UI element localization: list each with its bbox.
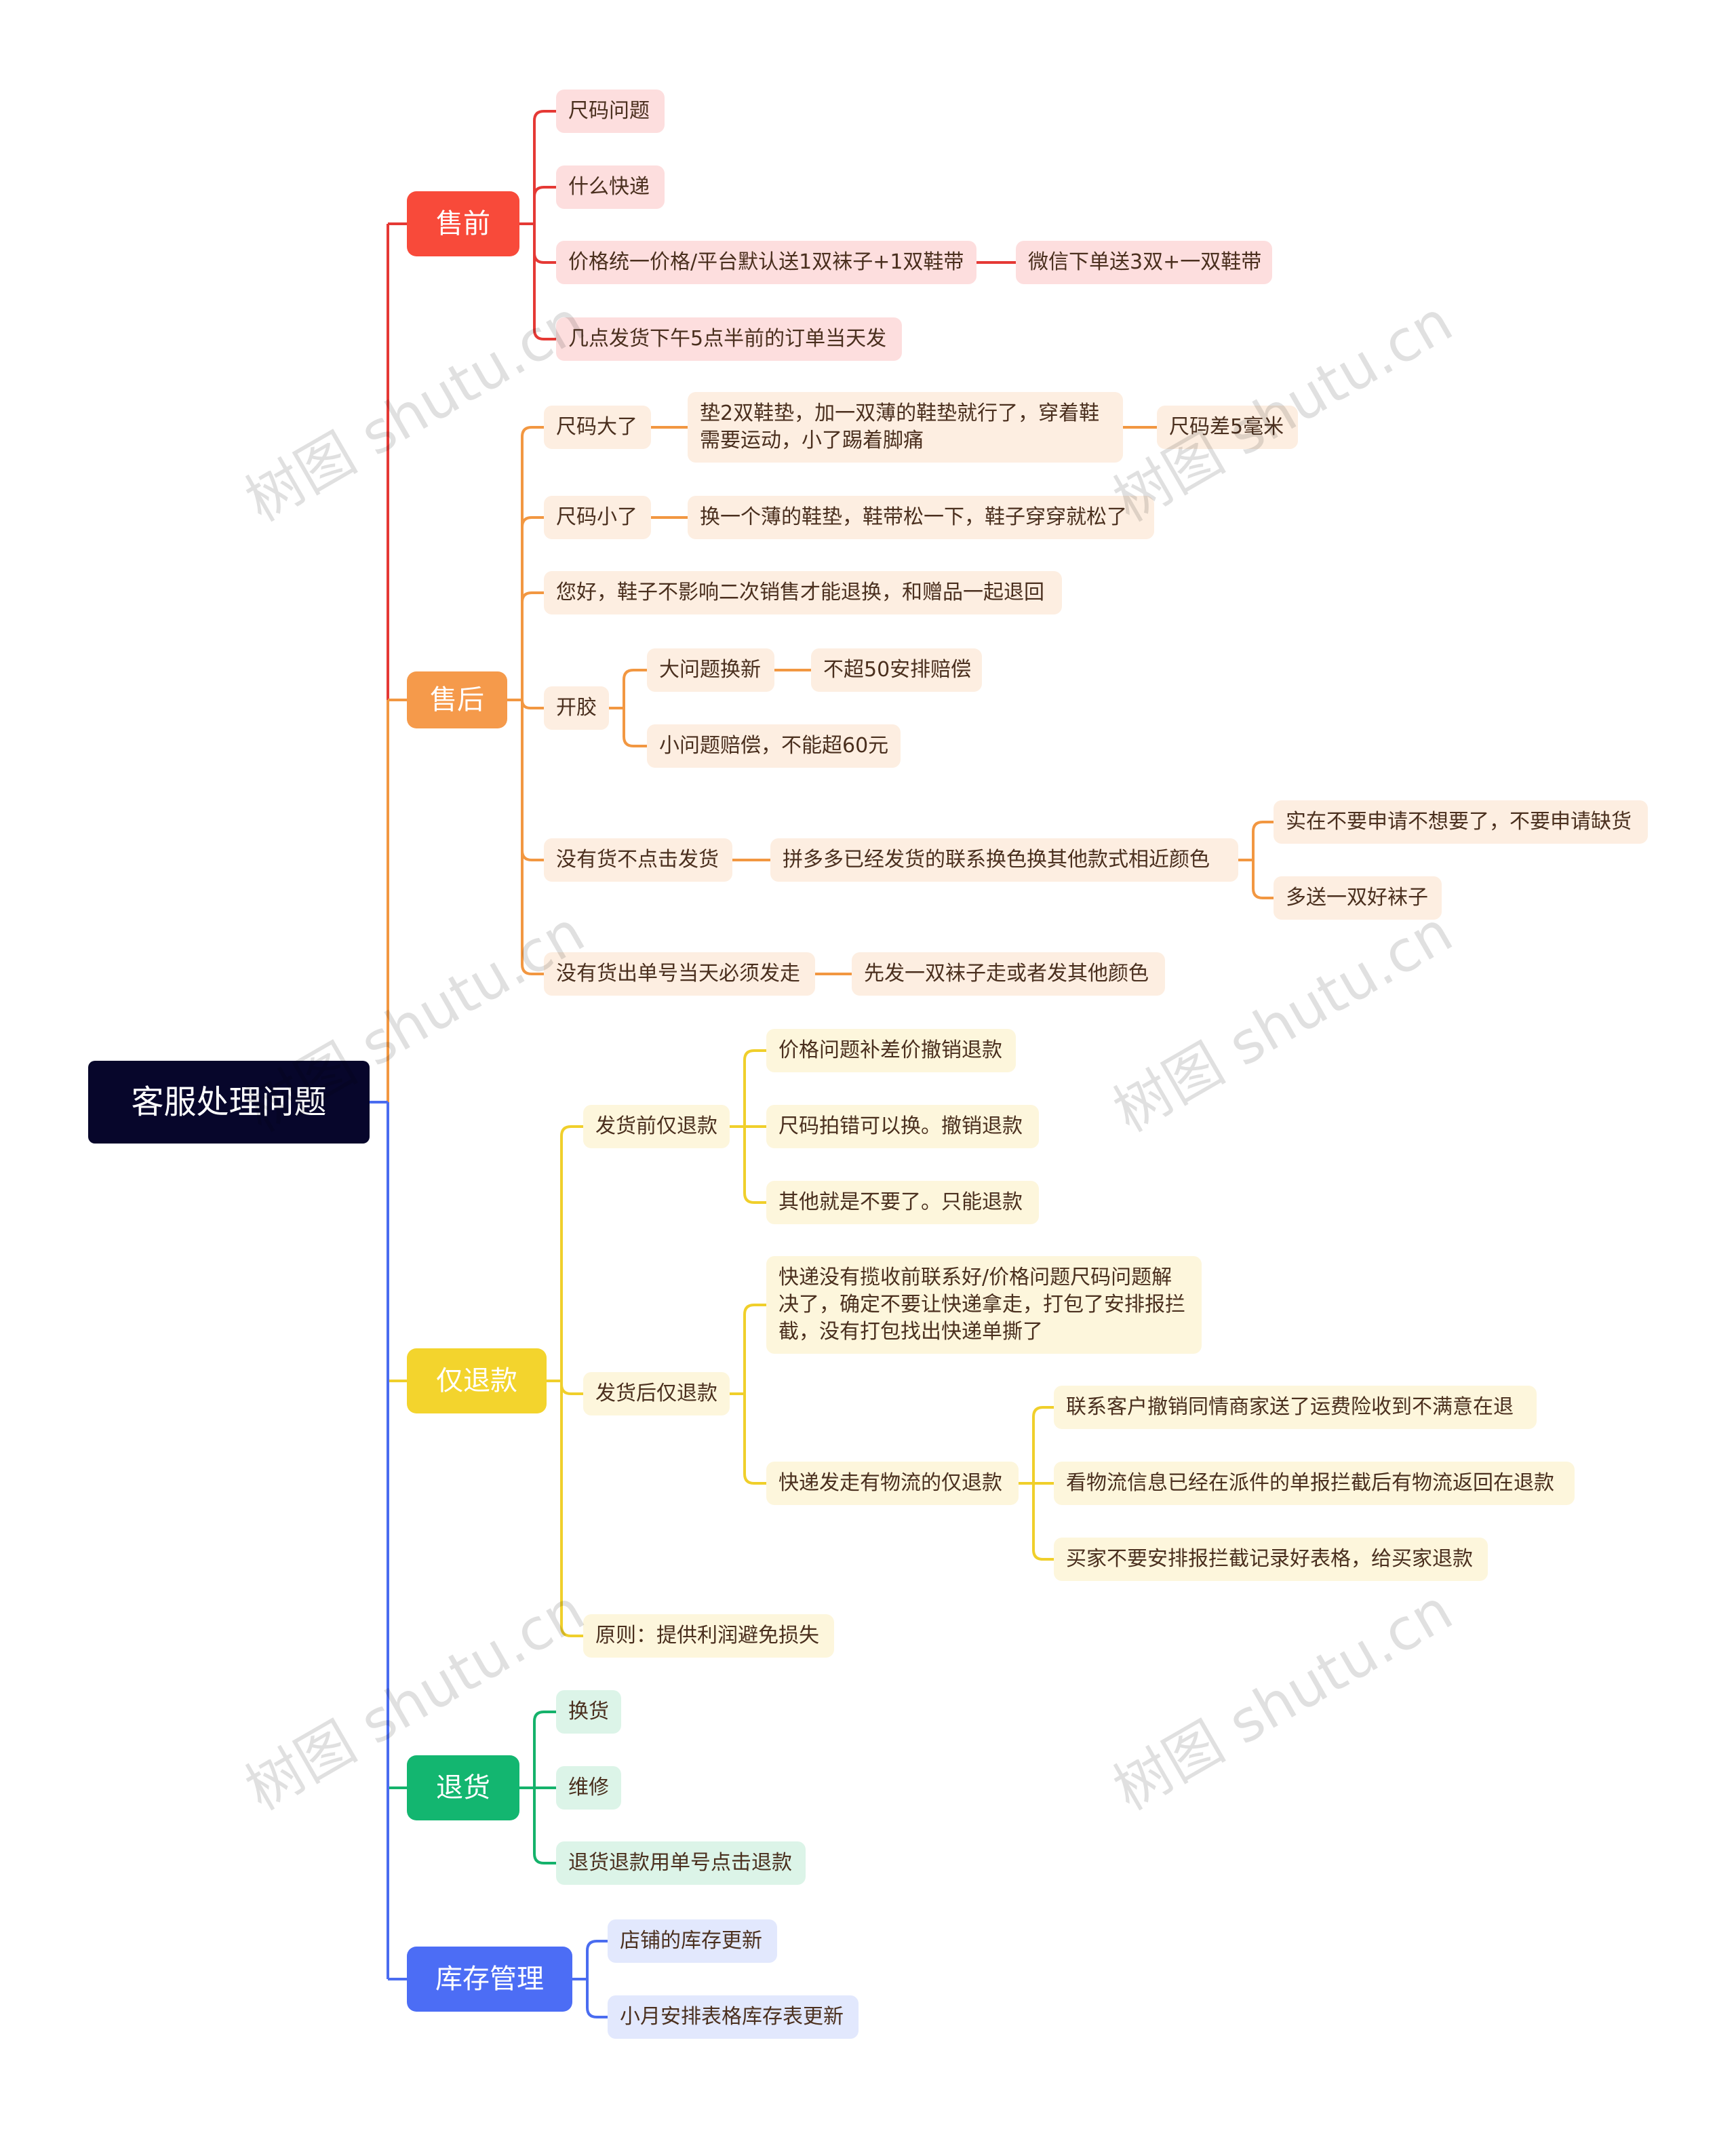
connector-line [507, 699, 544, 975]
connector-line [730, 1304, 766, 1395]
sub-node[interactable]: 快递发走有物流的仅退款 [766, 1462, 1019, 1505]
connector-line [730, 1125, 766, 1204]
child-node[interactable]: 尺码问题 [556, 90, 665, 133]
sub-node[interactable]: 垫2双鞋垫，加一双薄的鞋垫就行了，穿着鞋需要运动，小了踢着脚痛 [688, 392, 1123, 463]
child-node[interactable]: 开胶 [544, 686, 609, 730]
child-node[interactable]: 价格统一价格/平台默认送1双袜子+1双鞋带 [556, 241, 976, 284]
branch-refund-only[interactable]: 仅退款 [407, 1348, 547, 1413]
connector-line [519, 1786, 556, 1864]
branch-presale[interactable]: 售前 [407, 191, 519, 256]
child-node[interactable]: 退货退款用单号点击退款 [556, 1841, 806, 1885]
sub-node[interactable]: 微信下单送3双+一双鞋带 [1016, 241, 1272, 284]
sub-node[interactable]: 尺码差5毫米 [1157, 406, 1298, 449]
connector-line [519, 1711, 556, 1789]
connector-line [572, 1940, 608, 1980]
branch-return[interactable]: 退货 [407, 1755, 519, 1820]
sub-node[interactable]: 尺码拍错可以换。撤销退款 [766, 1105, 1039, 1148]
sub-node[interactable]: 联系客户撤销同情商家送了运费险收到不满意在退 [1054, 1386, 1537, 1429]
connector-line [507, 591, 544, 701]
child-node[interactable]: 发货后仅退款 [583, 1372, 730, 1415]
child-node[interactable]: 没有货不点击发货 [544, 838, 732, 882]
sub-node[interactable]: 不超50安排赔偿 [811, 648, 982, 692]
sub-node[interactable]: 实在不要申请不想要了，不要申请缺货 [1274, 800, 1648, 844]
connector-line [572, 1978, 608, 2018]
child-node[interactable]: 小月安排表格库存表更新 [608, 1995, 859, 2039]
connector-line [519, 110, 556, 225]
child-node[interactable]: 您好，鞋子不影响二次销售才能退换，和赠品一起退回 [544, 571, 1062, 614]
connector-line [609, 669, 647, 709]
connector-line [519, 186, 556, 225]
sub-node[interactable]: 快递没有揽收前联系好/价格问题尺码问题解决了，确定不要让快递拿走，打包了安排报拦… [766, 1256, 1202, 1354]
connector-line [730, 1392, 766, 1485]
connector-line [609, 707, 647, 747]
child-node[interactable]: 尺码大了 [544, 406, 651, 449]
connector-line [507, 516, 544, 701]
sub-node[interactable]: 价格问题补差价撤销退款 [766, 1029, 1016, 1072]
child-node[interactable]: 什么快递 [556, 165, 665, 209]
sub-node[interactable]: 其他就是不要了。只能退款 [766, 1181, 1039, 1224]
root-node[interactable]: 客服处理问题 [88, 1061, 370, 1144]
sub-node[interactable]: 拼多多已经发货的联系换色换其他款式相近颜色 [770, 838, 1238, 882]
connector-line [1019, 1406, 1054, 1485]
connector-line [730, 1049, 766, 1128]
branch-inventory[interactable]: 库存管理 [407, 1947, 572, 2012]
child-node[interactable]: 没有货出单号当天必须发走 [544, 952, 815, 996]
child-node[interactable]: 原则：提供利润避免损失 [583, 1614, 834, 1658]
connector-line [519, 222, 556, 340]
connector-line [1019, 1482, 1054, 1561]
sub-node[interactable]: 看物流信息已经在派件的单报拦截后有物流返回在退款 [1054, 1462, 1575, 1505]
child-node[interactable]: 维修 [556, 1766, 621, 1810]
child-node[interactable]: 尺码小了 [544, 496, 651, 539]
sub-node[interactable]: 小问题赔偿，不能超60元 [647, 724, 901, 768]
sub-node[interactable]: 买家不要安排报拦截记录好表格，给买家退款 [1054, 1538, 1488, 1581]
sub-node[interactable]: 换一个薄的鞋垫，鞋带松一下，鞋子穿穿就松了 [688, 496, 1154, 539]
sub-node[interactable]: 先发一双袜子走或者发其他颜色 [852, 952, 1165, 996]
sub-node[interactable]: 大问题换新 [647, 648, 774, 692]
child-node[interactable]: 店铺的库存更新 [608, 1919, 777, 1963]
connector-line [547, 1380, 583, 1637]
child-node[interactable]: 几点发货下午5点半前的订单当天发 [556, 317, 902, 361]
child-node[interactable]: 换货 [556, 1690, 621, 1734]
connector-line [507, 426, 544, 701]
connector-line [1238, 821, 1274, 861]
connector-line [1238, 859, 1274, 899]
child-node[interactable]: 发货前仅退款 [583, 1105, 730, 1148]
connector-line [547, 1125, 583, 1382]
sub-node[interactable]: 多送一双好袜子 [1274, 876, 1442, 920]
branch-aftersale[interactable]: 售后 [407, 671, 507, 728]
